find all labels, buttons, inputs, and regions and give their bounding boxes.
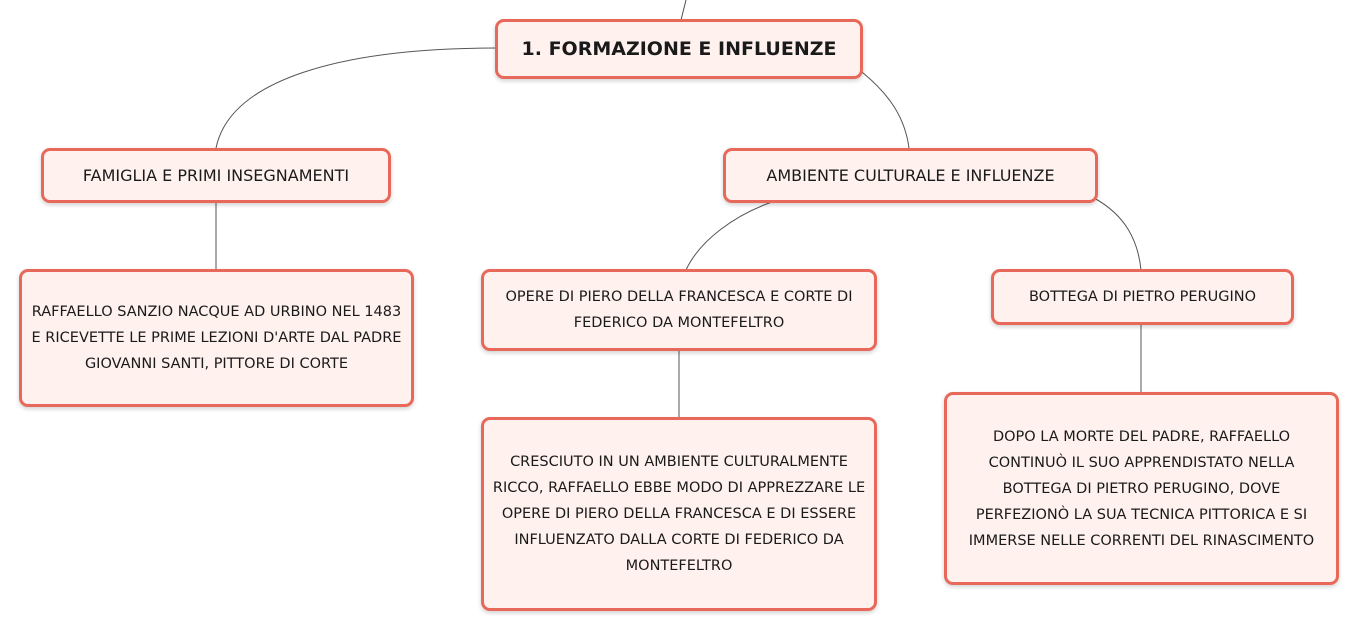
leaf-dopo-morte-label: DOPO LA MORTE DEL PADRE, RAFFAELLO CONTI… — [968, 428, 1315, 549]
leaf-nascita-urbino[interactable]: RAFFAELLO SANZIO NACQUE AD URBINO NEL 14… — [19, 269, 414, 407]
node-opere-piero-label: OPERE DI PIERO DELLA FRANCESCA E CORTE D… — [505, 289, 853, 331]
connector-root-to-ambiente — [861, 71, 910, 149]
leaf-cresciuto-ambiente[interactable]: CRESCIUTO IN UN AMBIENTE CULTURALMENTE R… — [481, 417, 877, 611]
leaf-dopo-morte[interactable]: DOPO LA MORTE DEL PADRE, RAFFAELLO CONTI… — [944, 392, 1339, 585]
connector-parent-to-root — [680, 0, 687, 21]
connector-root-to-famiglia — [215, 47, 498, 149]
branch-famiglia[interactable]: FAMIGLIA E PRIMI INSEGNAMENTI — [41, 148, 391, 203]
branch-ambiente-label: AMBIENTE CULTURALE E INFLUENZE — [766, 165, 1055, 185]
connector-ambiente-to-opere — [685, 201, 773, 271]
connector-ambiente-to-bottega — [1093, 197, 1142, 271]
root-node[interactable]: 1. FORMAZIONE E INFLUENZE — [495, 19, 863, 79]
node-bottega-perugino[interactable]: BOTTEGA DI PIETRO PERUGINO — [991, 269, 1294, 325]
root-node-label: 1. FORMAZIONE E INFLUENZE — [521, 38, 837, 60]
branch-famiglia-label: FAMIGLIA E PRIMI INSEGNAMENTI — [82, 165, 350, 185]
branch-ambiente[interactable]: AMBIENTE CULTURALE E INFLUENZE — [723, 148, 1098, 203]
node-opere-piero[interactable]: OPERE DI PIERO DELLA FRANCESCA E CORTE D… — [481, 269, 877, 351]
leaf-cresciuto-ambiente-label: CRESCIUTO IN UN AMBIENTE CULTURALMENTE R… — [492, 454, 866, 574]
leaf-nascita-urbino-label: RAFFAELLO SANZIO NACQUE AD URBINO NEL 14… — [31, 304, 402, 372]
node-bottega-perugino-label: BOTTEGA DI PIETRO PERUGINO — [1028, 289, 1257, 305]
